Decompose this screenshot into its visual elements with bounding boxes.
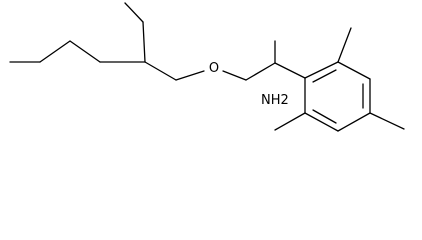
ether-oxygen-label: O (209, 61, 219, 76)
ring-bond-2 (337, 61, 371, 80)
skeletal-formula: NH2 O (9, 2, 405, 132)
bond-methyl-para (369, 112, 405, 130)
bond-chn-ring (274, 62, 306, 79)
ring-double-bond-inner-3 (312, 109, 337, 124)
bond-oxygen-ch2 (222, 70, 247, 81)
bond-ch-ethyl (142, 21, 146, 63)
bond-ethyl-terminal (124, 2, 144, 23)
bond-methyl-bottom (274, 112, 306, 131)
bond-ch2-chn (245, 62, 276, 81)
bond-butyl-c2-c3 (39, 40, 71, 63)
bond-ch2-oxygen (175, 70, 205, 81)
amine-label: NH2 (261, 93, 289, 108)
structure-canvas: NH2 O (9, 2, 405, 132)
ring-double-bond-inner-1 (312, 69, 337, 83)
bond-ch-ch2 (144, 61, 177, 81)
ring-bond-4 (337, 112, 371, 132)
bond-butyl-c3-c4 (69, 40, 101, 63)
bond-methyl-top (337, 27, 352, 63)
ring-bond-5 (304, 112, 339, 132)
ring-bond-1 (304, 61, 339, 79)
